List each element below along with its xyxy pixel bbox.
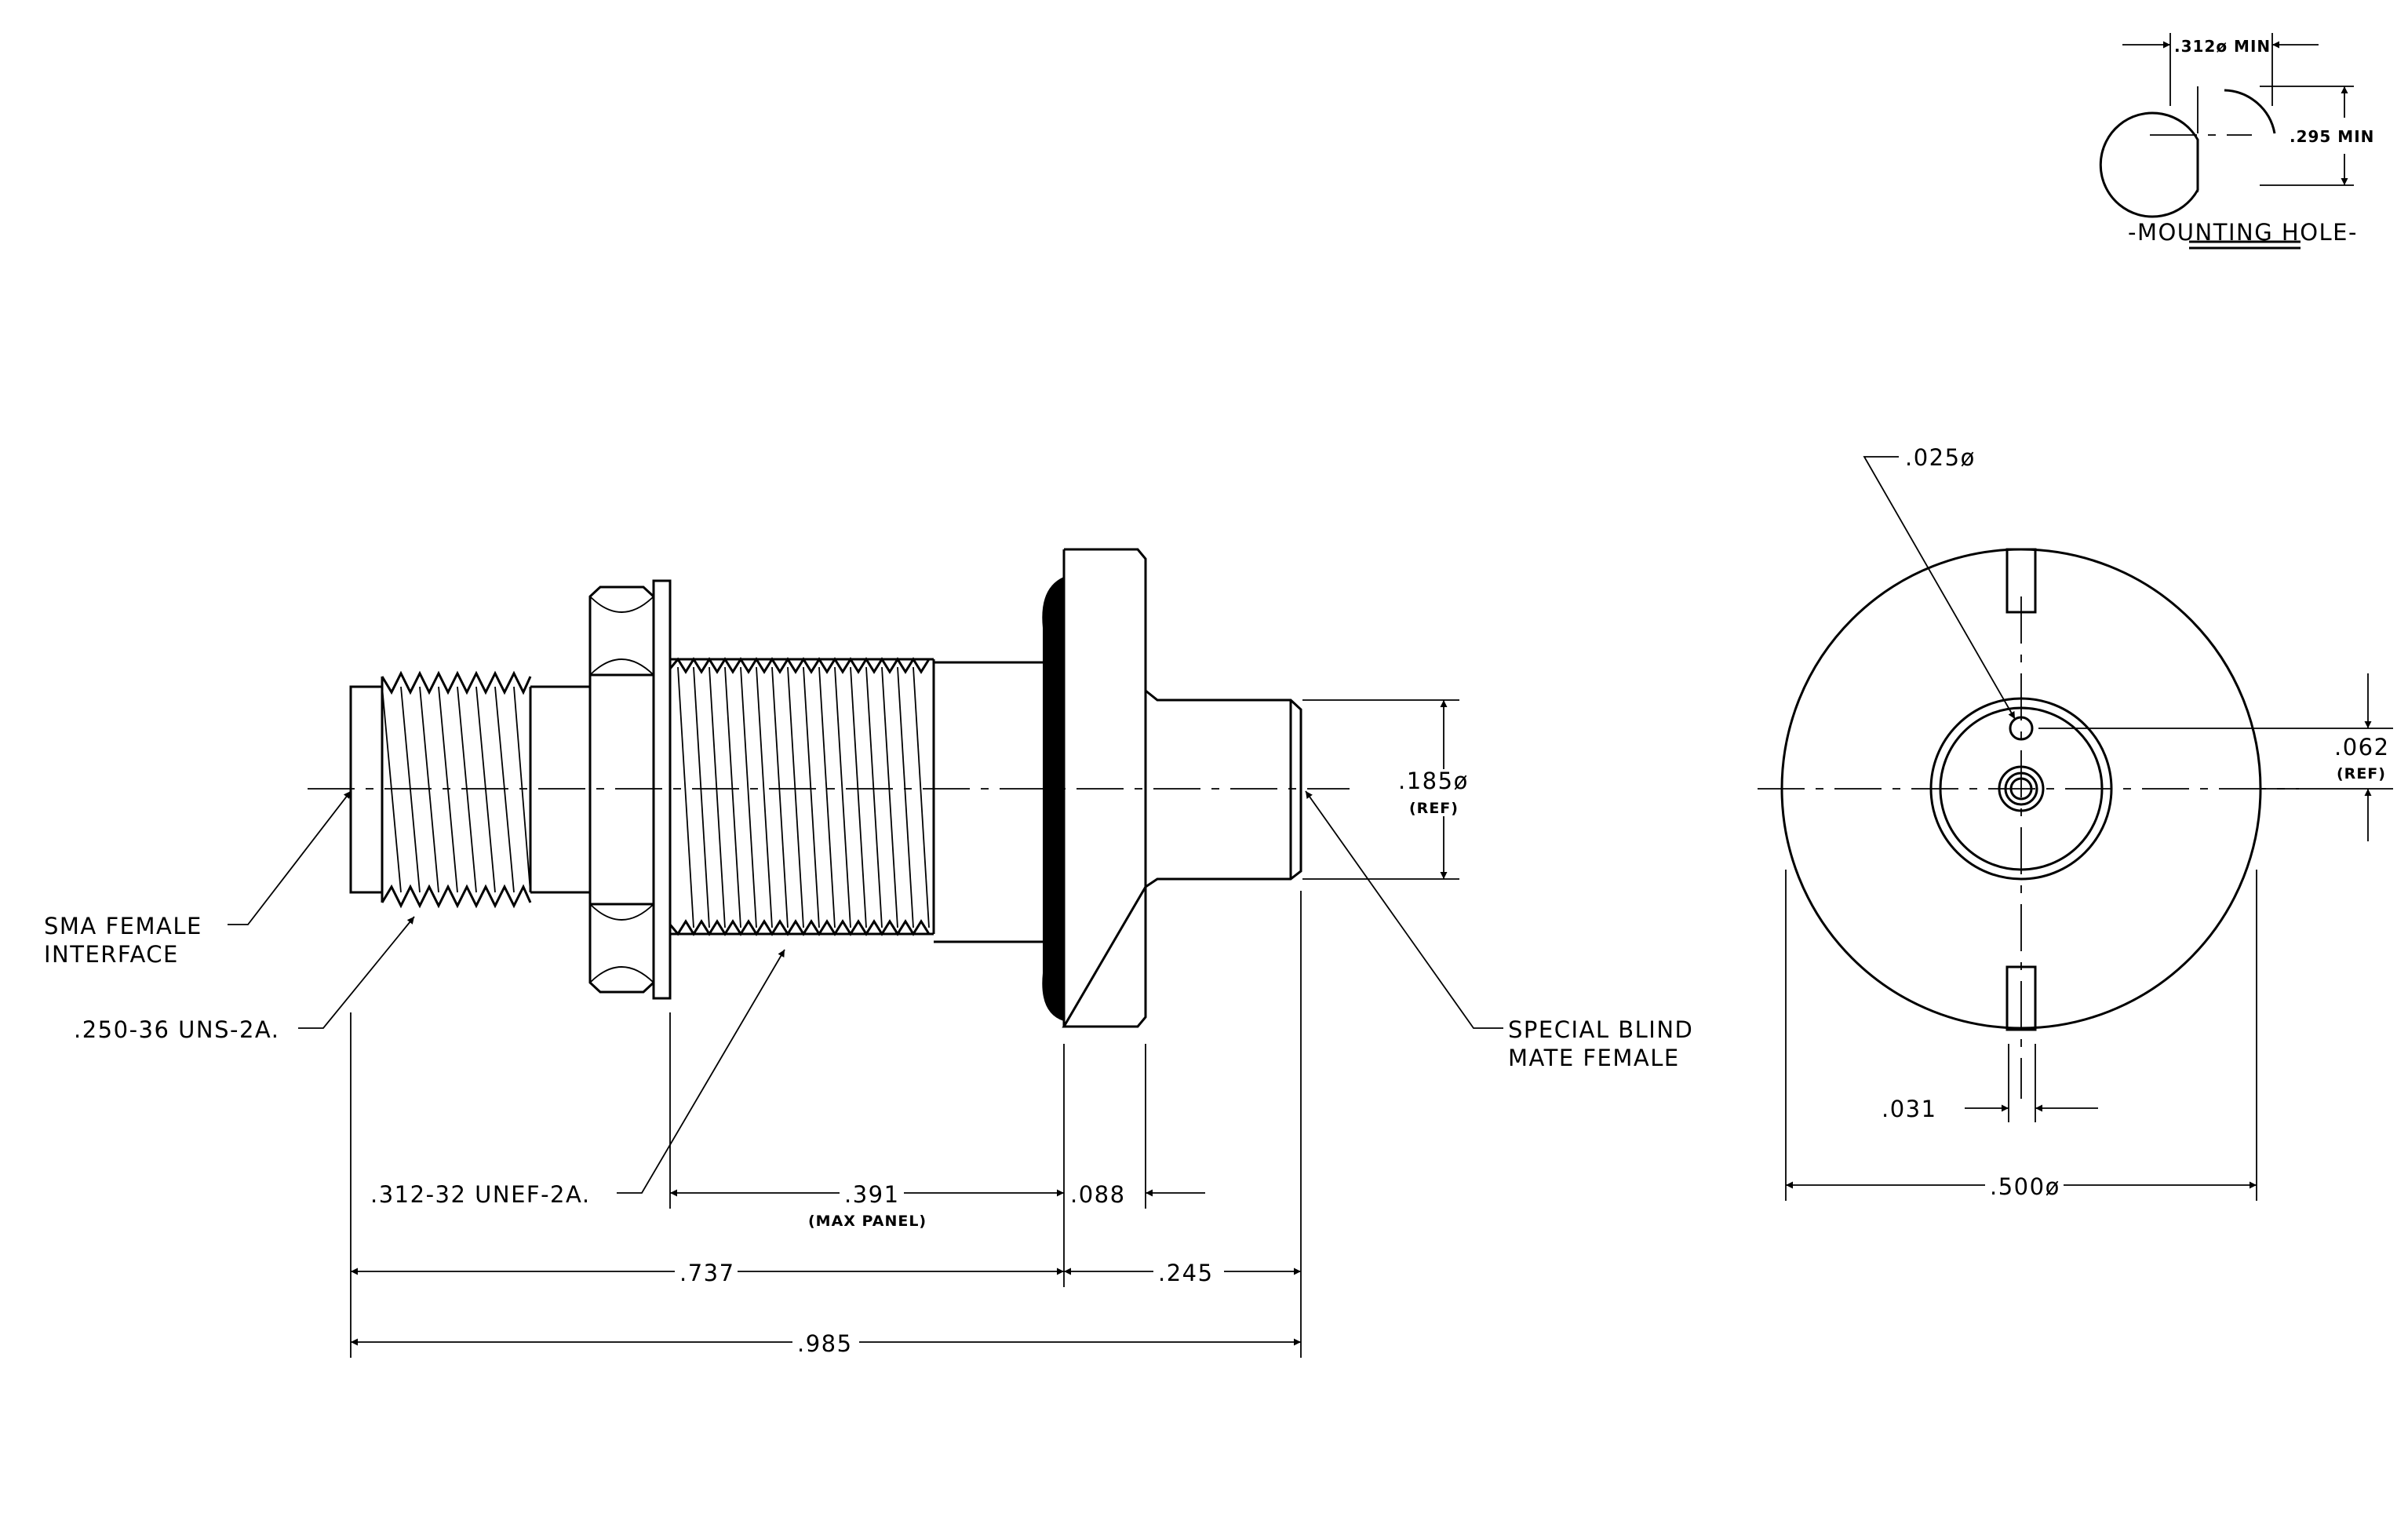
side-view-dimensions	[228, 699, 1503, 1358]
dim-088: .088	[1070, 1181, 1126, 1208]
mounting-hole-view	[2099, 33, 2354, 250]
thread-312-label: .312-32 UNEF-2A.	[370, 1181, 591, 1208]
side-view	[308, 548, 1350, 1028]
mounting-hole-title: -MOUNTING HOLE-	[2128, 219, 2358, 246]
slot-width-dim: .031	[1882, 1096, 1937, 1122]
mounting-hole-width: .312ø MIN	[2174, 37, 2271, 56]
sma-interface-label-2: INTERFACE	[44, 941, 179, 968]
pin-diameter: .025ø	[1905, 444, 1976, 471]
offset-dim: .062	[2334, 734, 2390, 760]
end-view	[1758, 456, 2393, 1201]
dim-185-ref: (REF)	[1409, 800, 1459, 817]
dim-985: .985	[797, 1330, 853, 1357]
thread-250-label: .250-36 UNS-2A.	[74, 1016, 279, 1043]
blind-mate-label-2: MATE FEMALE	[1508, 1045, 1680, 1071]
dim-391: .391	[844, 1181, 900, 1208]
offset-ref: (REF)	[2337, 765, 2386, 782]
outer-diameter-dim: .500ø	[1990, 1173, 2060, 1200]
dim-185: .185ø	[1398, 768, 1469, 794]
dim-245: .245	[1158, 1260, 1214, 1286]
dim-391-note: (MAX PANEL)	[808, 1213, 927, 1230]
dim-737: .737	[679, 1260, 735, 1286]
mounting-hole-flat: .295 MIN	[2290, 127, 2374, 146]
blind-mate-label-1: SPECIAL BLIND	[1508, 1016, 1693, 1043]
sma-interface-label-1: SMA FEMALE	[44, 913, 202, 939]
